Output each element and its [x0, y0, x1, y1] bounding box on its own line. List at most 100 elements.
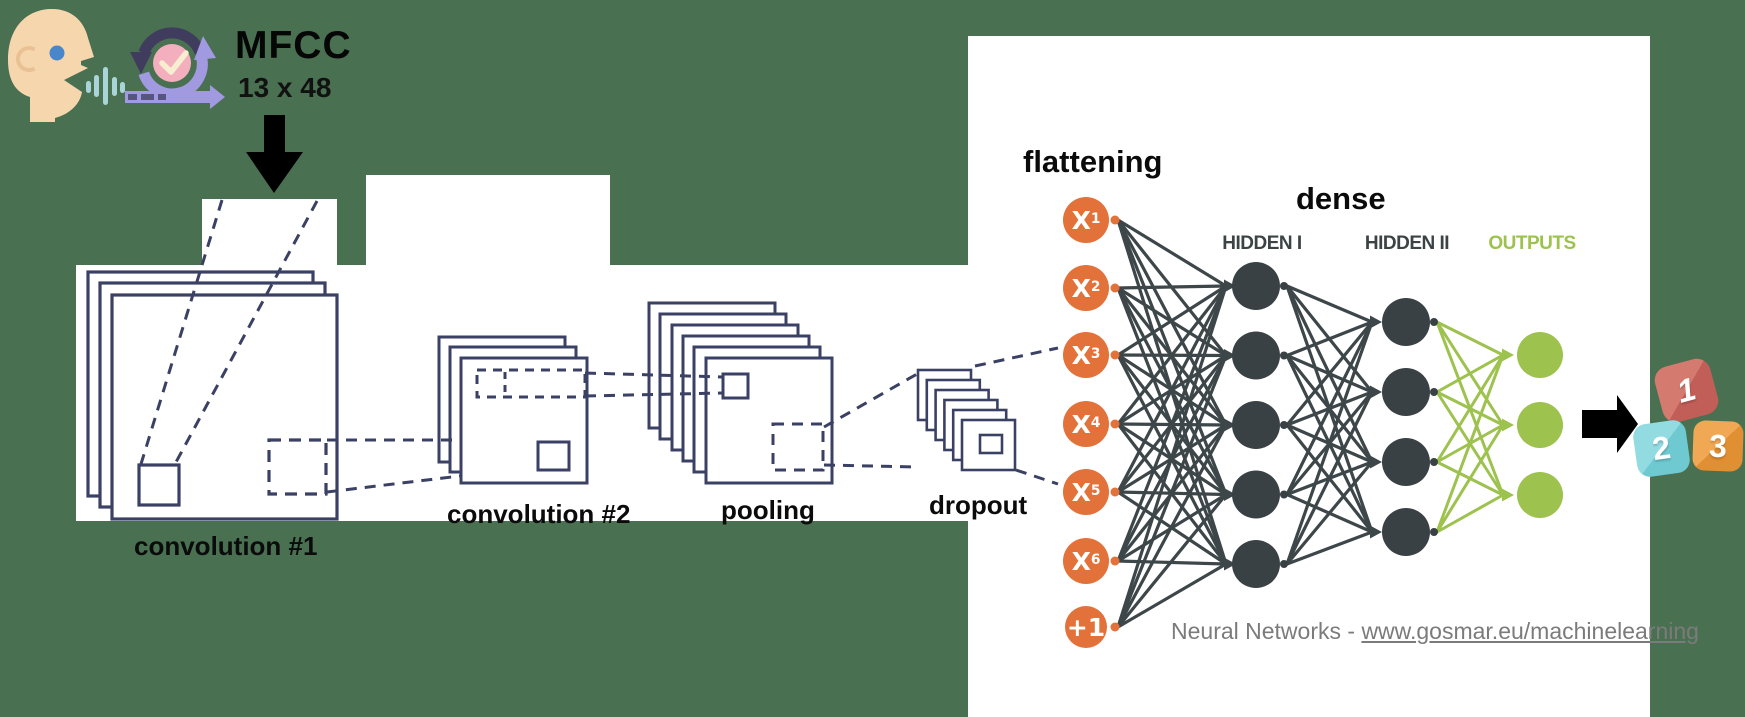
arrowhead-icon — [1502, 348, 1514, 362]
connector-dot — [1280, 421, 1288, 429]
label-dropout: dropout — [929, 490, 1028, 520]
pooling-receptive-field — [771, 422, 825, 472]
conv2-receptive-field — [475, 368, 587, 399]
input-node — [1063, 401, 1109, 447]
network-edge — [1435, 424, 1505, 533]
input-node — [1063, 538, 1109, 584]
arrowhead-icon — [1370, 525, 1382, 539]
network-edge — [1116, 285, 1228, 425]
projection-lines — [139, 199, 1059, 494]
ear-icon — [16, 46, 36, 72]
class-block-3: 3 — [1692, 420, 1744, 472]
arrowhead-icon — [1370, 455, 1382, 469]
input-node — [1063, 265, 1109, 311]
network-edge — [1285, 460, 1374, 566]
hidden2-node — [1382, 368, 1430, 416]
hidden1-node — [1232, 470, 1280, 519]
connector-dot — [1110, 622, 1120, 632]
hidden1-node — [1232, 331, 1280, 380]
pooling-window-square — [721, 372, 750, 400]
arrowhead-icon — [1224, 279, 1236, 293]
down-arrow-icon — [246, 115, 303, 193]
hidden1-node — [1232, 401, 1280, 449]
sound-wave-icon — [86, 67, 125, 105]
connector-dot — [1110, 215, 1120, 225]
input-node — [1063, 469, 1109, 515]
credit-link[interactable]: www.gosmar.eu/machinelearning — [1361, 618, 1699, 644]
network-edge — [1116, 354, 1228, 628]
network-edge — [1116, 493, 1228, 629]
network-edge — [1117, 218, 1227, 288]
hidden2-node — [1382, 438, 1430, 486]
label-flattening: flattening — [1023, 144, 1163, 179]
conv1-receptive-field — [267, 438, 328, 496]
network-edge — [1435, 354, 1505, 463]
hidden2-node — [1382, 298, 1430, 346]
loop-arrowhead-icon — [130, 52, 152, 74]
dropout-stack — [916, 368, 1017, 472]
connector-dot — [1280, 490, 1288, 499]
connector-dot — [1110, 487, 1120, 497]
network-edge — [1117, 284, 1227, 290]
connector-dot — [1110, 419, 1120, 429]
pooling-stack — [647, 301, 834, 485]
network-edge — [1285, 320, 1374, 427]
network-edge — [1285, 391, 1374, 565]
arrowhead-icon — [1224, 488, 1236, 501]
input-node-label: +1 — [1066, 612, 1106, 642]
connector-dot — [1430, 318, 1438, 326]
loop-arrowhead-icon — [194, 36, 216, 60]
connector-dot — [1110, 350, 1120, 360]
neural-network — [1063, 197, 1563, 648]
hidden2-node — [1382, 508, 1430, 556]
network-edge — [1286, 530, 1373, 566]
label-hidden-2: HIDDEN II — [1364, 233, 1450, 254]
network-edge — [1285, 321, 1374, 565]
label-outputs: OUTPUTS — [1488, 233, 1576, 254]
network-edge — [1116, 285, 1228, 493]
input-patch-region — [202, 199, 337, 266]
input-node — [1063, 197, 1109, 243]
label-pooling: pooling — [721, 495, 815, 525]
network-edge — [1286, 320, 1373, 357]
input-node — [1065, 606, 1107, 648]
network-edge — [1285, 321, 1374, 496]
network-edge — [1435, 354, 1505, 533]
dropout-window-square — [978, 433, 1004, 455]
speaking-head-icon — [8, 8, 94, 123]
connector-dot — [1430, 528, 1438, 536]
network-edge — [1286, 284, 1373, 324]
label-hidden-1: HIDDEN I — [1222, 233, 1302, 254]
mfcc-dimensions: 13 x 48 — [238, 72, 332, 103]
connector-dot — [1430, 458, 1438, 466]
conv2-filter-square — [536, 440, 571, 472]
connector-dot — [1430, 388, 1438, 396]
connector-dot — [1280, 351, 1288, 360]
eye-icon — [49, 45, 65, 61]
process-loop-icon — [125, 27, 225, 109]
network-edge — [1116, 285, 1228, 562]
connector-dot — [1280, 560, 1288, 568]
arrowhead-icon — [1370, 315, 1382, 329]
network-edge — [1436, 320, 1504, 357]
network-edge — [1117, 562, 1227, 629]
class-block-2: 2 — [1631, 418, 1692, 479]
connector-dot — [1280, 282, 1288, 290]
network-edge — [1116, 285, 1228, 628]
network-edge — [1436, 353, 1504, 394]
conv2-stack — [437, 335, 589, 485]
credit-text: Neural Networks - — [1171, 618, 1362, 644]
hidden1-node — [1232, 540, 1280, 588]
output-node — [1517, 402, 1563, 448]
connector-dot — [1110, 283, 1120, 293]
arrowhead-icon — [1224, 418, 1236, 432]
output-node — [1517, 332, 1563, 378]
